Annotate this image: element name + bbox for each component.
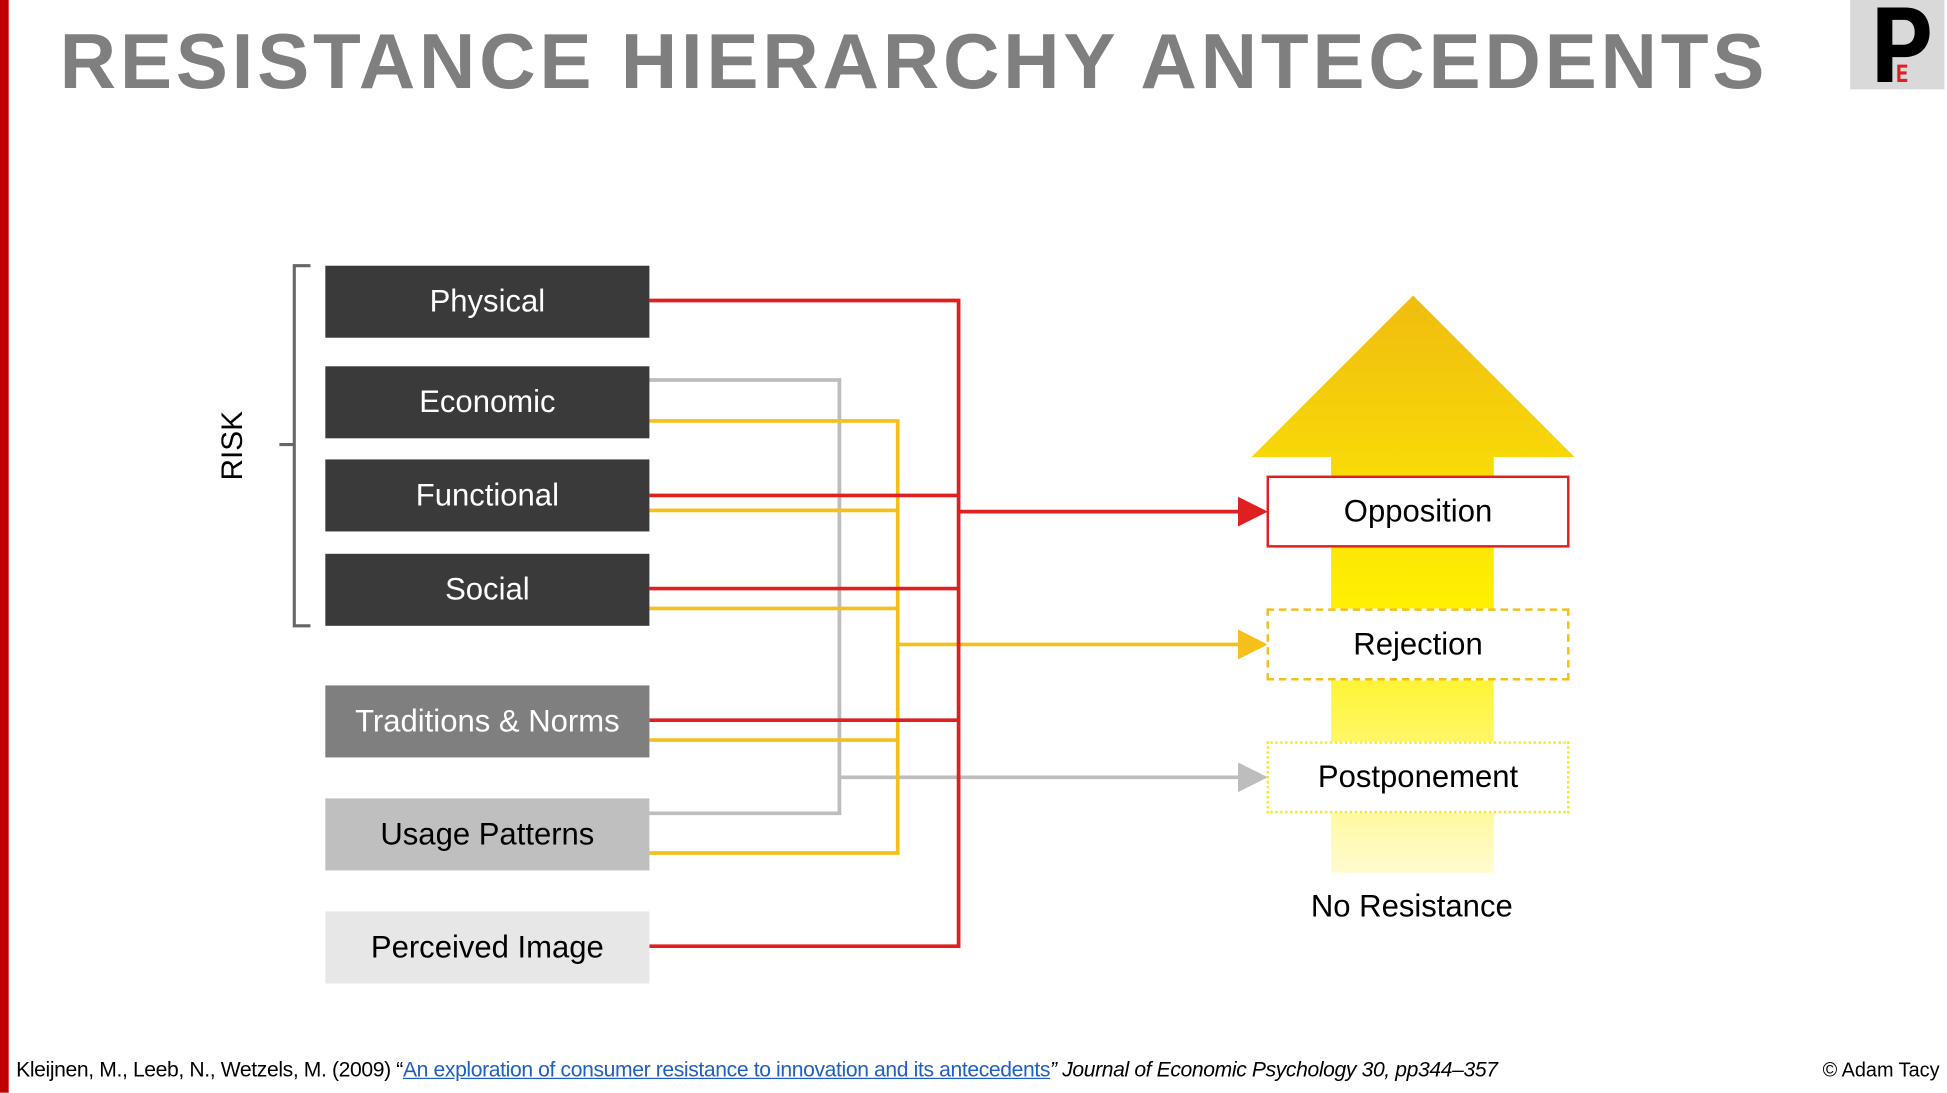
level-postponement: Postponement [1266,741,1570,814]
antecedent-traditions-norms: Traditions & Norms [325,685,650,758]
citation: Kleijnen, M., Leeb, N., Wetzels, M. (200… [16,1057,1498,1083]
risk-label: RISK [216,410,250,481]
level-rejection: Rejection [1266,608,1570,681]
postponement-lines [649,378,1268,816]
page-title: RESISTANCE HIERARCHY ANTECEDENTS [59,18,1769,106]
antecedent-usage-patterns: Usage Patterns [325,798,650,871]
copyright: © Adam Tacy [1822,1060,1940,1082]
antecedent-physical: Physical [325,265,650,338]
risk-bracket [279,264,311,628]
antecedent-economic: Economic [325,366,650,439]
citation-journal: ” Journal of Economic Psychology 30, pp3… [1050,1057,1498,1082]
antecedent-functional: Functional [325,459,650,532]
resistance-arrow [1251,295,1575,873]
citation-link[interactable]: An exploration of consumer resistance to… [402,1057,1051,1082]
antecedent-perceived-image: Perceived Image [325,911,650,984]
opposition-lines [649,298,1268,949]
accent-bar [0,0,9,1093]
antecedent-social: Social [325,553,650,626]
level-no-resistance: No Resistance [1310,889,1513,924]
citation-authors: Kleijnen, M., Leeb, N., Wetzels, M. (200… [16,1057,403,1082]
level-opposition: Opposition [1266,475,1570,548]
logo-mark [1877,7,1930,82]
logo [1850,0,1945,90]
